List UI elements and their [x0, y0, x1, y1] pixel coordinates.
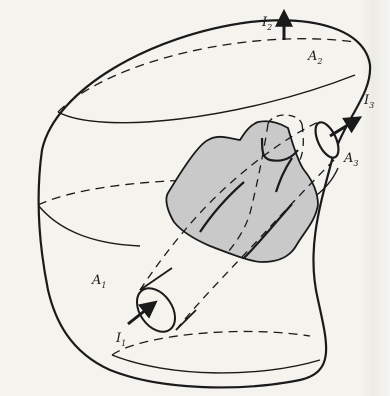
top-ellipse-front	[58, 75, 355, 123]
label-a1: A1	[91, 273, 106, 290]
label-a2: A2	[307, 49, 322, 66]
bottom-ellipse-front	[112, 355, 320, 373]
a1-cross-section	[129, 281, 183, 339]
a3-cross-section	[311, 119, 343, 161]
label-a3: A3	[343, 151, 358, 168]
middle-ellipse-front	[38, 205, 140, 246]
bottom-ellipse-back	[112, 331, 310, 355]
inner-shaded-surface	[166, 121, 318, 262]
label-i2: I2	[261, 15, 272, 32]
label-i1: I1	[115, 331, 126, 348]
a1-tube-body-top	[140, 268, 172, 290]
label-i3: I3	[363, 93, 374, 110]
a1-tube-body-bottom	[176, 310, 196, 330]
